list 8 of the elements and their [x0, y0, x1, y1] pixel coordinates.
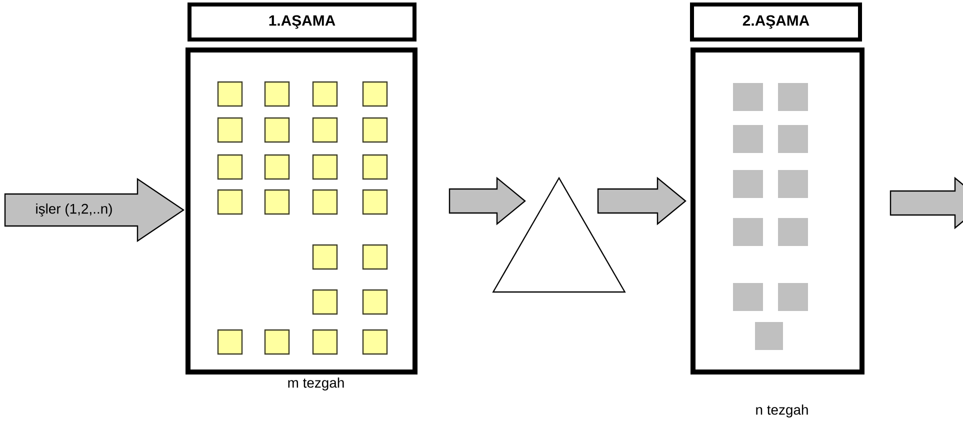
node-label: m tezgah [288, 378, 344, 390]
block-arrow [597, 176, 686, 226]
stage-title-box: 1.AŞAMA [188, 2, 416, 42]
block-arrow [448, 176, 526, 226]
stage-title-box: 2.AŞAMA [690, 2, 862, 42]
block-arrow [890, 176, 963, 230]
edge-label: işler (1,2,..n) [34, 202, 114, 218]
node-label: n tezgah [756, 404, 808, 418]
